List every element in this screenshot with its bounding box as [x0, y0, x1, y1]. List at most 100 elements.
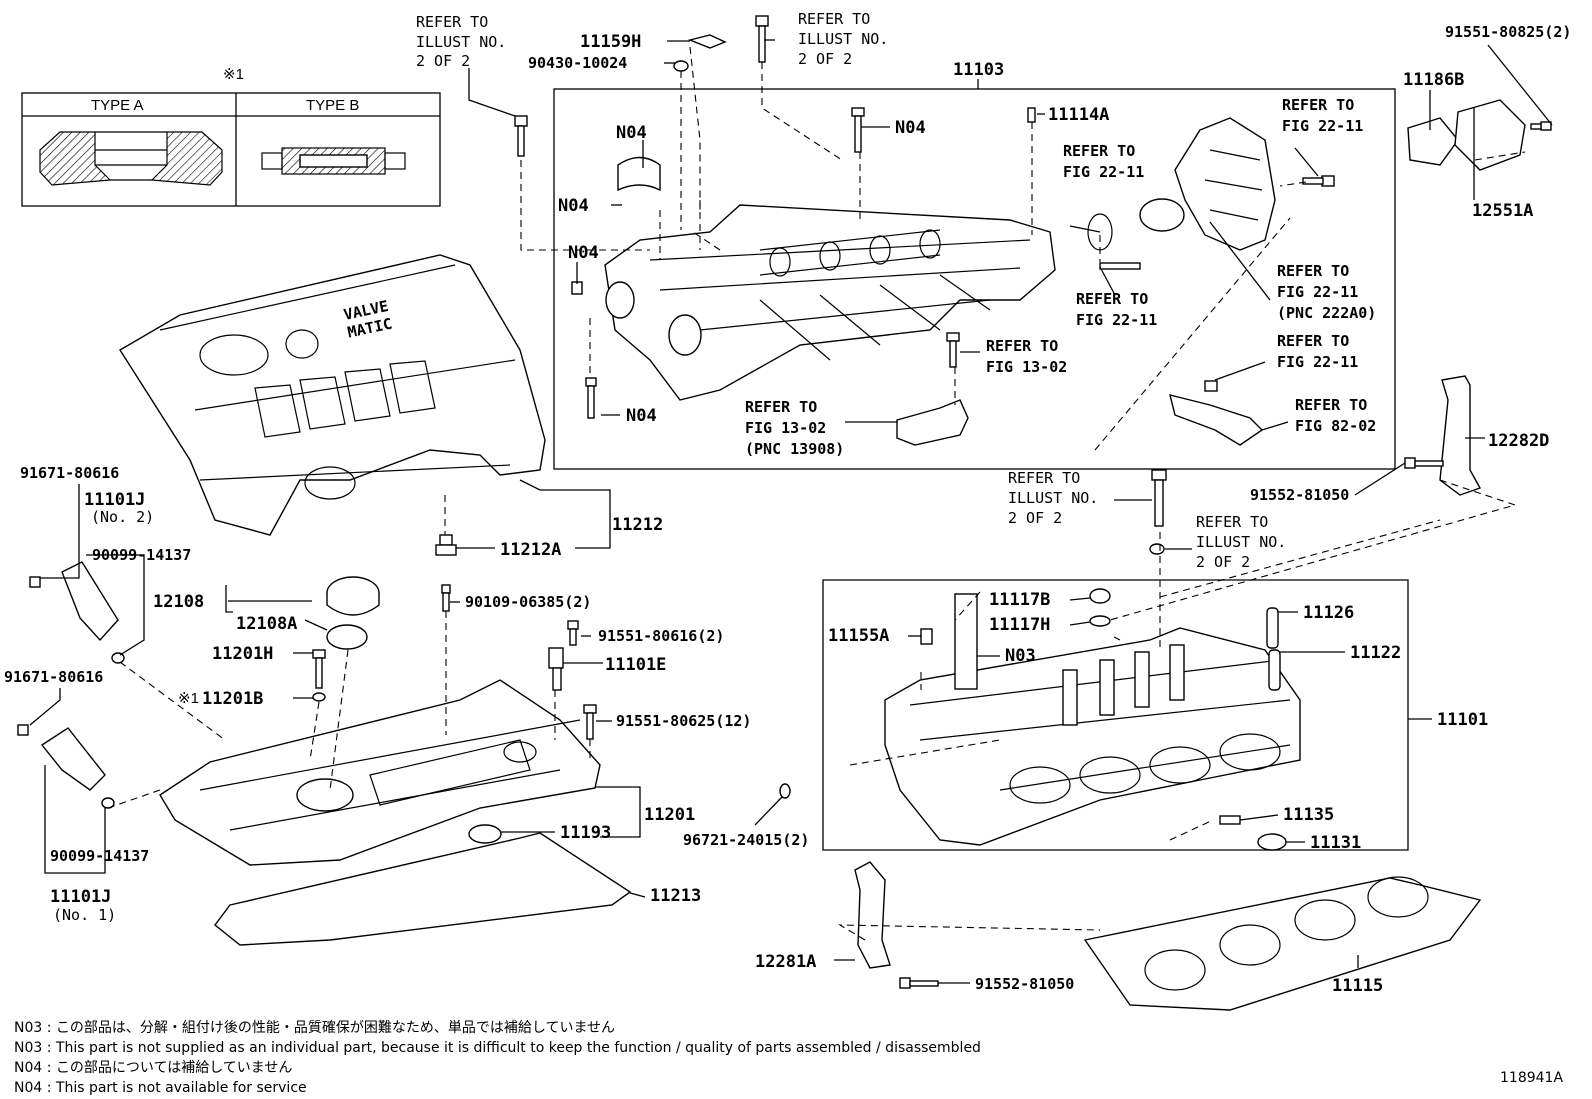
nut-illustration [1204, 380, 1218, 392]
ref-illust-right: REFER TO ILLUST NO. 2 OF 2 [1196, 513, 1286, 571]
svg-text:FIG 13-02: FIG 13-02 [745, 419, 826, 437]
oil-cap-gasket-illustration [326, 624, 368, 650]
label-11117B: 11117B [989, 590, 1050, 610]
svg-text:FIG 22-11: FIG 22-11 [1277, 353, 1358, 371]
type-inset: ※1 TYPE A TYPE B [21, 66, 441, 207]
camshaft-housing-frame [553, 88, 1396, 470]
label-n04-plug: N04 [568, 243, 599, 263]
svg-text:REFER TO: REFER TO [1008, 469, 1080, 487]
svg-text:2 OF 2: 2 OF 2 [1008, 509, 1062, 527]
camshaft-housing-group [553, 88, 1396, 470]
label-90099-14137-top: 90099-14137 [92, 546, 191, 564]
cylinder-head-illustration [884, 627, 1301, 846]
label-12108A: 12108A [236, 614, 297, 634]
svg-text:FIG 22-11: FIG 22-11 [1076, 311, 1157, 329]
svg-text:2 OF 2: 2 OF 2 [798, 50, 852, 68]
label-11213: 11213 [650, 886, 701, 906]
svg-text:ILLUST NO.: ILLUST NO. [798, 30, 888, 48]
label-11101J-no1-sub: (No. 1) [53, 906, 116, 924]
washer-stack-illustration [1089, 588, 1111, 627]
ocv-no2-illustration [29, 561, 125, 664]
camshaft-housing-illustration [604, 204, 1056, 401]
tube-illustration [954, 593, 978, 690]
label-11103: 11103 [953, 60, 1004, 80]
svg-text:REFER TO: REFER TO [1277, 262, 1349, 280]
label-11201B: 11201B [202, 689, 263, 709]
label-91552-81050-bottom: 91552-81050 [975, 975, 1074, 993]
label-11101E: 11101E [605, 655, 666, 675]
bolt-fig1302-illustration [946, 332, 960, 368]
bolt-top-left-illustration [514, 115, 528, 157]
ref-fig2211-pnc222a0: REFER TO FIG 22-11 (PNC 222A0) [1277, 262, 1376, 322]
type-b-label: TYPE B [306, 97, 359, 114]
label-11115: 11115 [1332, 976, 1383, 996]
note-n03-ja: N03 : この部品は、分解・組付け後の性能・品質確保が困難なため、単品では補給… [14, 1020, 615, 1036]
svg-text:REFER TO: REFER TO [1196, 513, 1268, 531]
bracket-right-illustration [1169, 394, 1264, 446]
ref-illust-top-left: REFER TO ILLUST NO. 2 OF 2 [416, 13, 506, 70]
label-11155A: 11155A [828, 626, 889, 646]
label-11101: 11101 [1437, 710, 1488, 730]
ref-illust-top-mid: REFER TO ILLUST NO. 2 OF 2 [798, 10, 888, 68]
seal2-illustration [1257, 833, 1287, 851]
pin-illustration [1027, 107, 1036, 123]
inset-mark: ※1 [223, 66, 244, 83]
svg-text:REFER TO: REFER TO [745, 398, 817, 416]
bracket-11159H-illustration [687, 34, 727, 49]
plug-seal-illustration [468, 824, 502, 844]
label-11201: 11201 [644, 805, 695, 825]
washer-11201B-illustration [312, 692, 326, 702]
note-n03-en: N03 : This part is not supplied as an in… [14, 1040, 981, 1056]
bolt-11201H-illustration [312, 649, 326, 689]
illustration-id: 118941A [1500, 1070, 1563, 1086]
ref-illust-mid: REFER TO ILLUST NO. 2 OF 2 [1008, 469, 1098, 527]
label-12281A: 12281A [755, 952, 816, 972]
svg-text:REFER TO: REFER TO [416, 13, 488, 31]
ref-fig1302-pnc13908: REFER TO FIG 13-02 (PNC 13908) [745, 398, 844, 458]
label-11212A: 11212A [500, 540, 561, 560]
label-91671-80616-bottom: 91671-80616 [4, 668, 103, 686]
label-90099-14137-bottom: 90099-14137 [50, 847, 149, 865]
bolt-91552b-illustration [899, 977, 939, 989]
ref-fig1302-a: REFER TO FIG 13-02 [986, 337, 1067, 376]
part-labels: 11159H 90430-10024 11103 11114A 91551-80… [4, 23, 1571, 996]
svg-text:REFER TO: REFER TO [986, 337, 1058, 355]
bolt-91551-80625-illustration [583, 704, 597, 740]
label-n04-bottom: N04 [626, 406, 657, 426]
cylinder-head-frame [822, 579, 1409, 851]
footnotes: N03 : この部品は、分解・組付け後の性能・品質確保が困難なため、単品では補給… [14, 1020, 1563, 1096]
bolt-refer11-illustration [1151, 469, 1167, 527]
label-12282D: 12282D [1488, 431, 1549, 451]
guide-illustration-2 [1268, 649, 1281, 691]
svg-text:FIG 22-11: FIG 22-11 [1277, 283, 1358, 301]
label-11201B-mark: ※1 [178, 690, 199, 707]
bolt-lower-illustration [585, 377, 597, 419]
label-11131: 11131 [1310, 833, 1361, 853]
label-11117H: 11117H [989, 615, 1050, 635]
cover-gasket-illustration [214, 832, 632, 946]
engine-cover-illustration: VALVE MATIC [119, 254, 546, 536]
label-11126: 11126 [1303, 603, 1354, 623]
label-11114A: 11114A [1048, 105, 1109, 125]
label-12108: 12108 [153, 592, 204, 612]
cylinder-head-group [822, 519, 1441, 851]
type-a-label: TYPE A [91, 97, 144, 114]
svg-text:FIG 22-11: FIG 22-11 [1063, 163, 1144, 181]
bolt-top-mid-illustration [755, 15, 769, 63]
bearing-cap-illustration [617, 156, 661, 192]
svg-text:ILLUST NO.: ILLUST NO. [416, 33, 506, 51]
dowel-illustration [920, 628, 933, 645]
sensor-11101E-illustration [548, 647, 564, 691]
seal-illustration [1219, 815, 1241, 825]
guide-illustration [1266, 607, 1279, 649]
gasket-90430-illustration [673, 60, 689, 72]
leader-lines [29, 39, 1553, 984]
head-gasket-illustration [1083, 876, 1482, 1011]
svg-text:2 OF 2: 2 OF 2 [1196, 553, 1250, 571]
svg-text:ILLUST NO.: ILLUST NO. [1196, 533, 1286, 551]
oil-cap-illustration [326, 576, 380, 616]
label-11159H: 11159H [580, 32, 641, 52]
reference-notes: REFER TO ILLUST NO. 2 OF 2 REFER TO ILLU… [416, 10, 1376, 571]
valve-cover-illustration [159, 679, 601, 866]
